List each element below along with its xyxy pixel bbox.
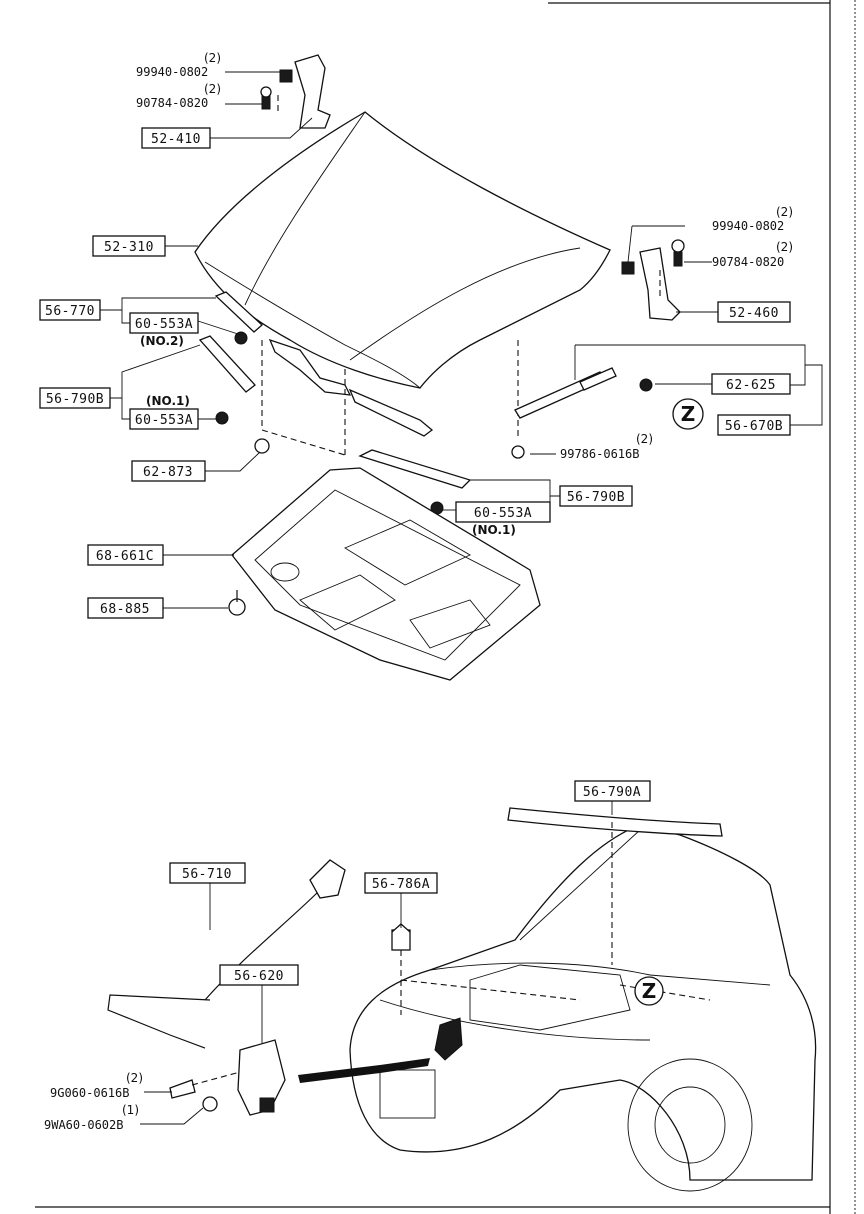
bolt-9wa60: 9WA60-0602B	[44, 1118, 123, 1132]
svg-text:56-790A: 56-790A	[583, 785, 641, 800]
upper-guides	[261, 95, 661, 456]
part-label-68-885: 68-885	[87, 597, 164, 619]
part-label-62-625: 62-625	[711, 373, 791, 395]
note-no1-right: (NO.1)	[472, 523, 516, 537]
svg-text:60-553A: 60-553A	[135, 317, 193, 332]
svg-text:62-873: 62-873	[143, 465, 193, 480]
hood-strut	[511, 367, 653, 459]
z-marker-lower: Z	[634, 976, 664, 1006]
hood-insulator	[231, 467, 541, 681]
front-seal	[507, 807, 723, 837]
release-cable	[107, 859, 346, 1049]
part-label-52-410: 52-410	[141, 127, 211, 149]
svg-text:56-786A: 56-786A	[372, 877, 430, 892]
part-label-52-310: 52-310	[92, 235, 166, 257]
part-label-62-873: 62-873	[131, 460, 206, 482]
svg-text:56-710: 56-710	[182, 867, 232, 882]
bolt-99940-left: 99940-0802	[136, 65, 208, 79]
part-label-56-770: 56-770	[39, 299, 101, 321]
part-label-56-710: 56-710	[169, 862, 246, 884]
bolt-9g060: 9G060-0616B	[50, 1086, 129, 1100]
z-marker-upper: Z	[672, 398, 704, 430]
bolt-90784-right: 90784-0820	[712, 255, 784, 269]
svg-text:56-790B: 56-790B	[567, 490, 625, 505]
car-body	[349, 824, 817, 1192]
part-label-60-553a-no2: 60-553A	[129, 312, 199, 334]
svg-text:60-553A: 60-553A	[135, 413, 193, 428]
part-label-56-790b-left: 56-790B	[39, 387, 111, 409]
bolt-99940-right: 99940-0802	[712, 219, 784, 233]
svg-text:68-661C: 68-661C	[96, 549, 154, 564]
svg-text:56-790B: 56-790B	[46, 392, 104, 407]
bolt-90784-left: 90784-0820	[136, 96, 208, 110]
qty-99940-left: (2)	[204, 51, 221, 65]
svg-text:68-885: 68-885	[100, 602, 150, 617]
hood-lock	[169, 1039, 286, 1116]
qty-90784-right: (2)	[776, 240, 793, 254]
part-label-56-786a: 56-786A	[364, 872, 438, 894]
hinge-right	[621, 239, 685, 321]
part-label-56-790b-right: 56-790B	[559, 485, 633, 507]
part-label-68-661c: 68-661C	[87, 544, 164, 566]
svg-text:56-770: 56-770	[45, 304, 95, 319]
latch-mark	[434, 1017, 463, 1061]
bolt-99786: 99786-0616B	[560, 447, 639, 461]
upper-leaders	[100, 71, 823, 609]
part-label-52-460: 52-460	[717, 301, 791, 323]
part-label-56-670b: 56-670B	[717, 414, 791, 436]
qty-9wa60: (1)	[122, 1103, 139, 1117]
qty-99786: (2)	[636, 432, 653, 446]
note-no1-left: (NO.1)	[146, 394, 190, 408]
note-no2: (NO.2)	[140, 334, 184, 348]
hood-panel	[194, 111, 611, 389]
part-label-60-553a-no1-right: 60-553A	[455, 501, 551, 523]
z-marker-lower-label: Z	[642, 979, 657, 1003]
part-label-56-620: 56-620	[219, 964, 299, 986]
svg-text:62-625: 62-625	[726, 378, 776, 393]
part-label-60-553a-no1-left: 60-553A	[129, 408, 199, 430]
qty-90784-left: (2)	[204, 82, 221, 96]
qty-99940-right: (2)	[776, 205, 793, 219]
part-label-56-790a: 56-790A	[574, 780, 651, 802]
svg-text:52-310: 52-310	[104, 240, 154, 255]
svg-text:60-553A: 60-553A	[474, 506, 532, 521]
location-arrow	[298, 1058, 430, 1083]
svg-text:56-620: 56-620	[234, 969, 284, 984]
z-marker-upper-label: Z	[681, 402, 696, 426]
qty-9g060: (2)	[126, 1071, 143, 1085]
svg-text:52-410: 52-410	[151, 132, 201, 147]
svg-text:56-670B: 56-670B	[725, 419, 783, 434]
svg-text:52-460: 52-460	[729, 306, 779, 321]
hood-seals	[198, 291, 472, 489]
page-frame	[35, 0, 856, 1214]
fasteners-upper	[215, 331, 444, 616]
hinge-left	[260, 54, 331, 129]
